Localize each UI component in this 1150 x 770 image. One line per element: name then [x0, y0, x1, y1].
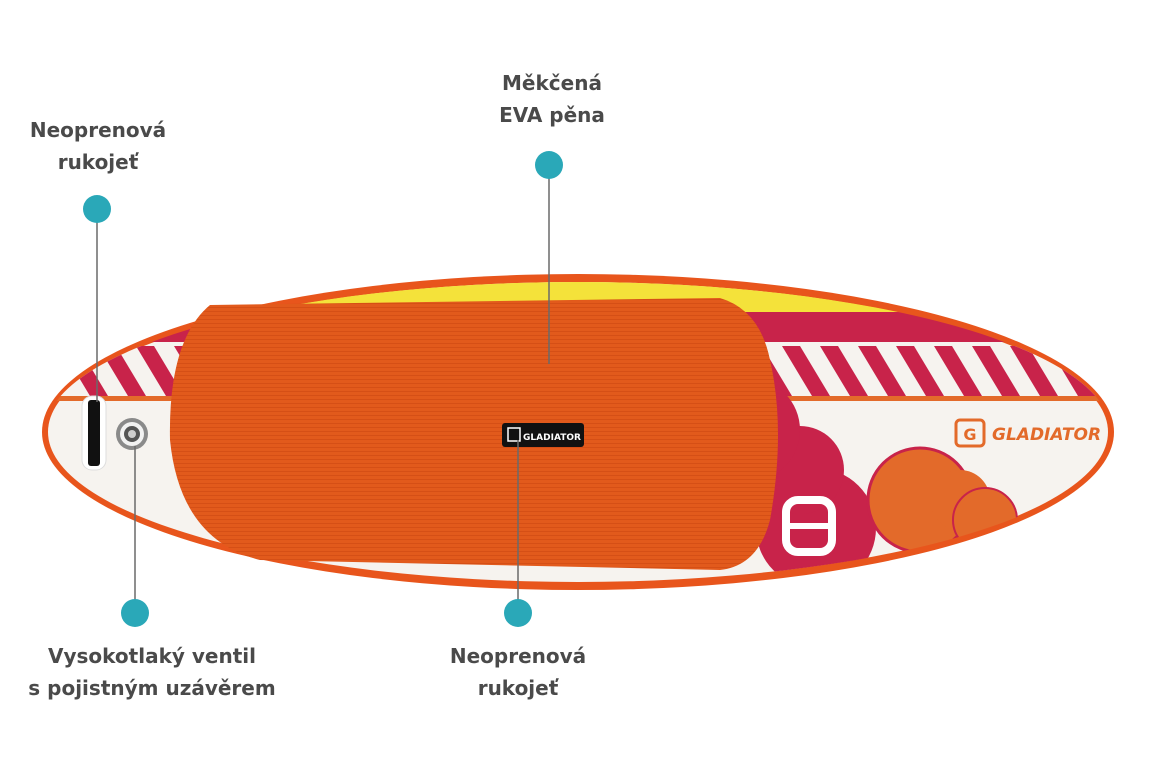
label-neoprene-handle-center: Neoprenová rukojeť [418, 640, 618, 704]
label-line: EVA pěna [499, 103, 605, 127]
label-line: Neoprenová [29, 118, 167, 142]
svg-text:GLADIATOR: GLADIATOR [992, 425, 1101, 445]
callout-handle-center [504, 440, 532, 627]
brand-logo: G GLADIATOR [954, 418, 1101, 448]
hatch-stripe [896, 346, 944, 396]
marker-dot [121, 599, 149, 627]
marker-dot [83, 195, 111, 223]
high-pressure-valve [116, 418, 148, 450]
callout-handle-tail [83, 195, 111, 402]
hatch-stripe [136, 346, 184, 396]
hatch-stripe [820, 346, 868, 396]
hatch-stripe [934, 346, 982, 396]
callout-eva-foam [535, 151, 563, 364]
marker-dot [504, 599, 532, 627]
svg-text:G: G [963, 425, 976, 444]
label-line: Vysokotlaký ventil [48, 644, 256, 668]
hatch-stripe [1124, 346, 1150, 396]
svg-text:GLADIATOR: GLADIATOR [523, 433, 581, 443]
label-line: s pojistným uzávěrem [28, 676, 276, 700]
hatch-stripe [858, 346, 906, 396]
label-line: rukojeť [57, 150, 139, 174]
hatch-stripe [1010, 346, 1058, 396]
label-high-pressure-valve: Vysokotlaký ventil s pojistným uzávěrem [0, 640, 304, 704]
eva-deck-pad [169, 298, 779, 570]
label-line: Měkčená [502, 71, 602, 95]
marker-dot [535, 151, 563, 179]
label-line: rukojeť [477, 676, 559, 700]
hatch-stripe [782, 346, 830, 396]
callout-valve [121, 446, 149, 627]
hatch-stripe [972, 346, 1020, 396]
tail-handle [81, 395, 107, 471]
label-line: Neoprenová [449, 644, 587, 668]
label-neoprene-handle-tail: Neoprenová rukojeť [0, 114, 196, 178]
label-eva-foam: Měkčená EVA pěna [452, 67, 652, 131]
center-handle: GLADIATOR [502, 423, 584, 447]
